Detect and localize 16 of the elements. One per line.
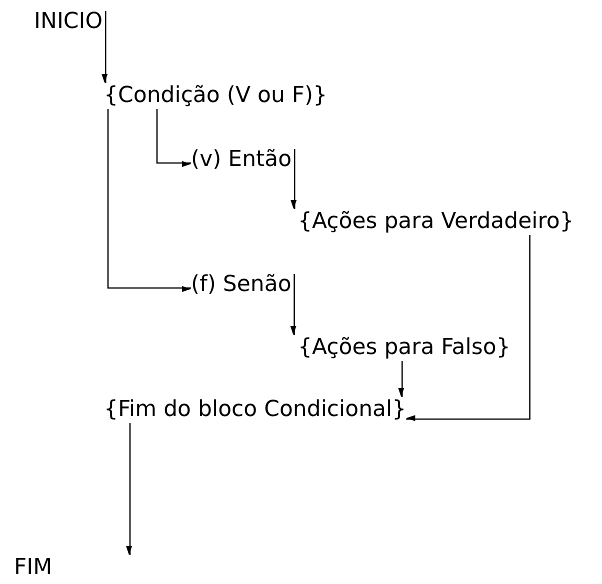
step-text: INICIO (34, 9, 103, 35)
step-text: FIM (14, 555, 132, 581)
arrow (290, 149, 297, 209)
arrow (290, 274, 296, 335)
arrow (102, 11, 108, 83)
step-text: {Ações para Verdadeiro} (298, 209, 574, 235)
arrow (156, 109, 191, 167)
arrow (398, 361, 404, 397)
arrow (406, 235, 530, 422)
step-text: {Condição (V ou F)} (104, 83, 328, 109)
step-text: {Fim do bloco Condicional} (104, 397, 406, 423)
arrow (107, 109, 191, 292)
arrow (126, 423, 132, 555)
step-text: (f) Senão (191, 272, 292, 298)
step-text: {Ações para Falso} (298, 335, 510, 361)
step-text: (v) Então (191, 147, 292, 173)
